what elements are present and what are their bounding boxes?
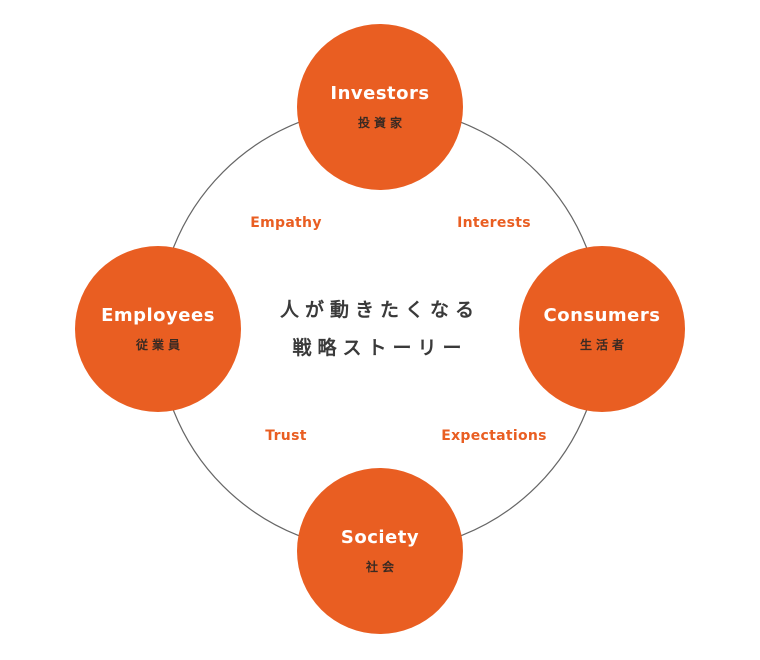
node-label-jp: 社会 <box>365 560 398 574</box>
node-label-en: Investors <box>330 83 430 104</box>
node-society: Society 社会 <box>297 468 463 634</box>
node-label-jp: 投資家 <box>357 116 406 130</box>
node-label-en: Consumers <box>543 305 661 326</box>
center-title-line2: 戦略ストーリー <box>292 337 468 359</box>
relation-interests: Interests <box>457 215 531 231</box>
center-title: 人が動きたくなる 戦略ストーリー <box>280 291 480 367</box>
node-employees: Employees 従業員 <box>75 246 241 412</box>
node-label-jp: 従業員 <box>135 338 184 352</box>
relation-expectations: Expectations <box>441 428 547 444</box>
relation-trust: Trust <box>265 428 307 444</box>
node-consumers: Consumers 生活者 <box>519 246 685 412</box>
node-label-en: Society <box>340 527 420 548</box>
node-label-jp: 生活者 <box>579 338 628 352</box>
center-title-line1: 人が動きたくなる <box>279 299 481 321</box>
node-investors: Investors 投資家 <box>297 24 463 190</box>
relation-empathy: Empathy <box>250 215 322 231</box>
node-label-en: Employees <box>101 305 215 326</box>
